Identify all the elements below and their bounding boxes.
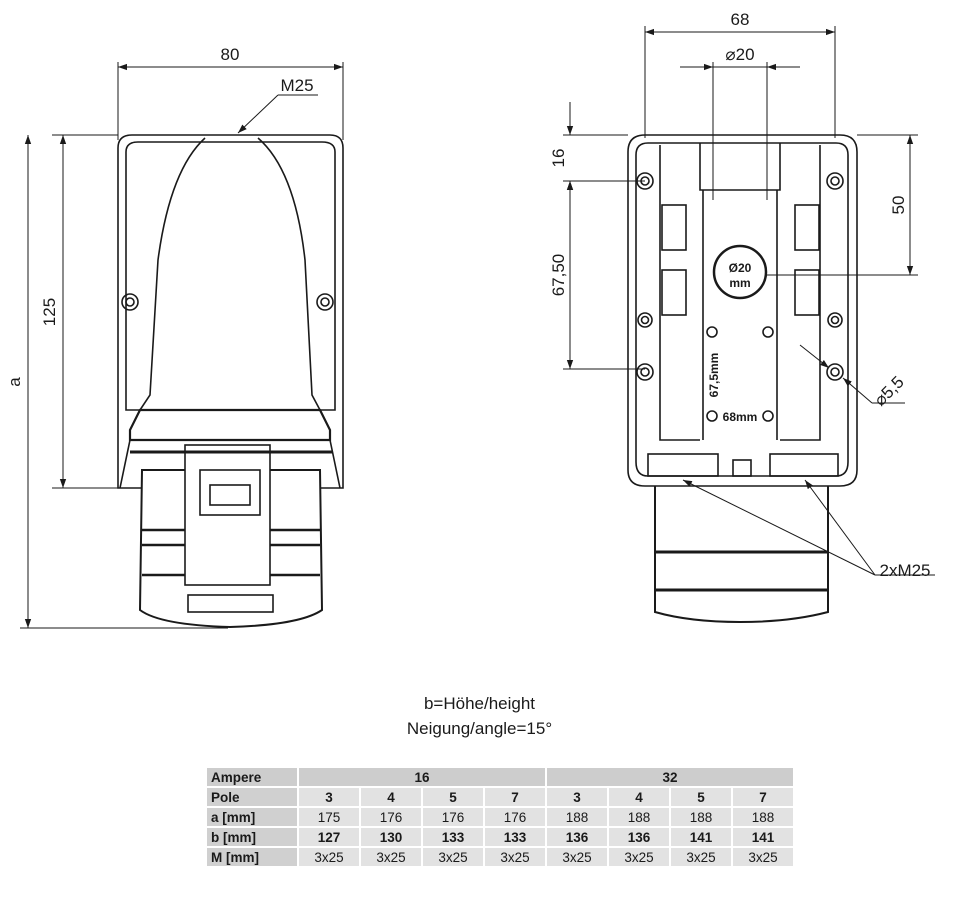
- table-cell: 3x25: [299, 848, 359, 866]
- spec-table: Ampere 16 32 Pole 3 4 5 7 3 4 5 7 a [mm]…: [205, 766, 795, 868]
- back-view: [627, 134, 858, 624]
- table-cell: 141: [733, 828, 793, 846]
- table-row: b [mm] 127 130 133 133 136 136 141 141: [207, 828, 793, 846]
- emboss-vertical: 67,5mm: [707, 353, 721, 398]
- screw-right: [316, 293, 334, 311]
- table-cell: 3x25: [609, 848, 669, 866]
- table-cell: 136: [609, 828, 669, 846]
- dim-thread-m25: M25: [280, 76, 313, 95]
- dim-glands-2xm25: 2xM25: [879, 561, 930, 580]
- diameter-emboss: [712, 244, 768, 300]
- emboss-diameter-1: Ø20: [729, 261, 752, 275]
- housing-outline: [117, 134, 344, 489]
- table-cell: 136: [547, 828, 607, 846]
- table-cell: 5: [671, 788, 731, 806]
- dim-top-16: 16: [549, 149, 568, 168]
- screw-left: [121, 293, 139, 311]
- table-cell: 188: [733, 808, 793, 826]
- dim-hole-5-5: ⌀5,5: [870, 372, 907, 409]
- technical-drawing: 80 M25 125 a Ø20 mm 67,5mm 68mm: [5, 10, 935, 629]
- row-label: Pole: [207, 788, 297, 806]
- side-view: [117, 134, 344, 629]
- left-dimensions: [20, 62, 344, 629]
- cover-outline: [139, 137, 321, 411]
- table-cell: 7: [485, 788, 545, 806]
- table-cell: 3: [299, 788, 359, 806]
- table-cell: 3x25: [733, 848, 793, 866]
- table-cell: 141: [671, 828, 731, 846]
- table-cell: 175: [299, 808, 359, 826]
- table-cell: 3x25: [671, 848, 731, 866]
- dim-width-80: 80: [221, 45, 240, 64]
- group-16: 16: [299, 768, 545, 786]
- table-cell: 3x25: [485, 848, 545, 866]
- table-cell: 4: [609, 788, 669, 806]
- table-row: M [mm] 3x25 3x25 3x25 3x25 3x25 3x25 3x2…: [207, 848, 793, 866]
- table-cell: 133: [423, 828, 483, 846]
- emboss-diameter-2: mm: [729, 276, 750, 290]
- table-cell: 188: [609, 808, 669, 826]
- table-cell: 176: [361, 808, 421, 826]
- right-dimensions: [563, 26, 935, 576]
- hole-mid-left: [637, 312, 653, 328]
- table-cell: 127: [299, 828, 359, 846]
- row-label: b [mm]: [207, 828, 297, 846]
- table-row: a [mm] 175 176 176 176 188 188 188 188: [207, 808, 793, 826]
- table-cell: 130: [361, 828, 421, 846]
- dim-height-125: 125: [40, 298, 59, 326]
- table-cell: 176: [423, 808, 483, 826]
- dim-width-68: 68: [731, 10, 750, 29]
- hole-low-right: [826, 363, 844, 381]
- table-cell: 7: [733, 788, 793, 806]
- table-cell: 3: [547, 788, 607, 806]
- table-header-row: Ampere 16 32: [207, 768, 793, 786]
- emboss-horizontal: 68mm: [723, 410, 758, 424]
- hole-top-right: [826, 172, 844, 190]
- hole-low-left: [636, 363, 654, 381]
- table-cell: 3x25: [361, 848, 421, 866]
- row-label: M [mm]: [207, 848, 297, 866]
- table-cell: 176: [485, 808, 545, 826]
- row-label: a [mm]: [207, 808, 297, 826]
- label-window: [187, 594, 274, 613]
- table-cell: 188: [547, 808, 607, 826]
- table-row: Pole 3 4 5 7 3 4 5 7: [207, 788, 793, 806]
- table-cell: 3x25: [423, 848, 483, 866]
- table-cell: 3x25: [547, 848, 607, 866]
- hole-mid-right: [827, 312, 843, 328]
- table-cell: 133: [485, 828, 545, 846]
- dim-total-a: a: [5, 377, 24, 387]
- dim-diameter-20: ⌀20: [725, 45, 754, 64]
- dim-right-50: 50: [889, 196, 908, 215]
- caption-height: b=Höhe/height: [423, 694, 536, 713]
- group-32: 32: [547, 768, 793, 786]
- caption-angle: Neigung/angle=15°: [406, 719, 553, 738]
- table-cell: 5: [423, 788, 483, 806]
- dim-spacing-67-50: 67,50: [549, 254, 568, 297]
- table-cell: 4: [361, 788, 421, 806]
- table-cell: 188: [671, 808, 731, 826]
- header-label: Ampere: [207, 768, 297, 786]
